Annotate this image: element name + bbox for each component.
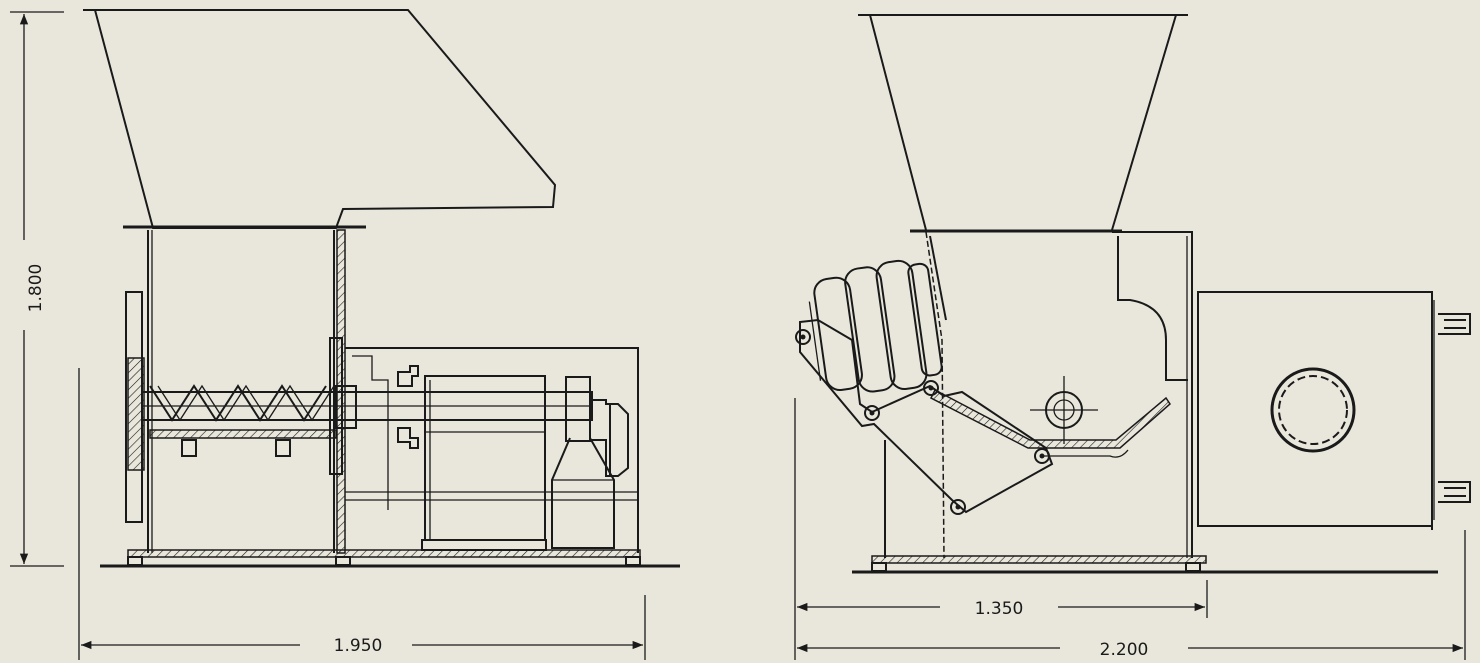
base-frame-right (871, 555, 1207, 564)
terminal-bottom (1438, 481, 1471, 503)
drive-frame (345, 347, 639, 553)
coupling-top (397, 365, 419, 387)
inlet-curve (1117, 236, 1188, 381)
housing-outline (1112, 231, 1193, 558)
trough (149, 429, 337, 439)
terminal-top (1438, 313, 1471, 335)
rotor-axis (1030, 376, 1098, 444)
end-elevation-view: 1.350 2.200 (794, 14, 1471, 660)
pressure-bellows (808, 259, 943, 393)
pivot-1 (795, 329, 811, 345)
rotor-pan (929, 388, 1171, 449)
side-elevation-view: 1.800 1.950 (10, 9, 680, 660)
pivot-2 (864, 405, 880, 421)
dim-width-inner: 1.350 (975, 599, 1024, 619)
pivot-3 (923, 380, 939, 396)
dim-width-overall: 2.200 (1100, 640, 1149, 660)
hopper-left (83, 9, 557, 229)
dim-height: 1.800 (26, 264, 46, 313)
pivot-5 (950, 499, 966, 515)
motor-flange (565, 376, 591, 442)
lever-arm (799, 318, 1054, 514)
base-frame (127, 549, 641, 558)
motor (590, 399, 629, 477)
motor-shaft-end (1270, 367, 1356, 453)
bearing-flange (329, 337, 343, 475)
hopper-right (858, 14, 1188, 231)
gearbox (424, 375, 546, 541)
motor-box (1197, 291, 1433, 527)
screw-flights (149, 384, 327, 422)
dim-width-left: 1.950 (334, 636, 383, 656)
coupling-bottom (397, 427, 419, 449)
